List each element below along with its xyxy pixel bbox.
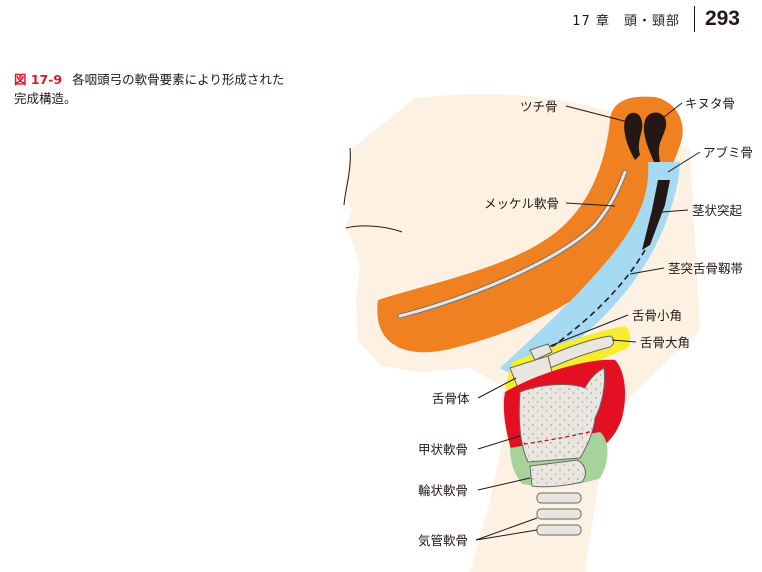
tracheal-ring-2 xyxy=(536,508,582,520)
running-head: 17 章 頭・頸部 293 xyxy=(572,4,740,34)
label-cricoid: 輪状軟骨 xyxy=(418,483,468,498)
figure-caption: 図 17-9 各咽頭弓の軟骨要素により形成された 完成構造。 xyxy=(14,70,354,108)
meckel-cartilage-region xyxy=(377,96,683,353)
page-number: 293 xyxy=(704,7,740,30)
leader-cricoid xyxy=(477,477,531,491)
leader-tracheal-1 xyxy=(475,517,538,541)
header-divider xyxy=(693,6,695,32)
mouth-line xyxy=(345,225,403,233)
nose-line xyxy=(343,147,351,206)
label-lesser-horn: 舌骨小角 xyxy=(632,308,682,323)
label-malleus: ツチ骨 xyxy=(520,99,558,114)
figure-number: 図 17-9 xyxy=(14,72,63,87)
leader-tracheal-2 xyxy=(475,529,538,541)
label-meckel: メッケル軟骨 xyxy=(484,196,559,211)
leader-styloid xyxy=(661,209,689,213)
tracheal-ring-1 xyxy=(536,492,582,504)
leader-stapes xyxy=(667,151,701,173)
malleus xyxy=(624,112,643,160)
caption-line-1: 各咽頭弓の軟骨要素により形成された xyxy=(72,72,285,87)
stylohyoid-ligament xyxy=(544,249,646,353)
leader-lesser-horn xyxy=(549,314,629,347)
chapter-title: 17 章 頭・頸部 xyxy=(572,13,680,29)
label-stapes: アブミ骨 xyxy=(703,145,753,160)
leader-hyoid-body xyxy=(477,377,517,399)
label-hyoid-body: 舌骨体 xyxy=(432,391,470,406)
label-incus: キヌタ骨 xyxy=(685,96,735,111)
leader-ligament xyxy=(629,267,665,275)
tracheal-ring-3 xyxy=(536,524,582,536)
leader-malleus xyxy=(565,105,629,123)
leader-thyroid xyxy=(477,435,521,450)
hyoid-greater-horn xyxy=(547,335,615,369)
label-stylohyoid-ligament: 茎突舌骨靱帯 xyxy=(668,261,743,276)
cricoid-cartilage-texture xyxy=(530,460,586,487)
meckel-rod-inner xyxy=(398,170,627,318)
leader-greater-horn xyxy=(611,339,637,343)
leader-meckel xyxy=(565,202,616,207)
styloid-process xyxy=(642,180,670,250)
thyroid-cartilage-texture xyxy=(519,368,605,462)
thyroid-fusion-line xyxy=(509,427,606,447)
label-thyroid: 甲状軟骨 xyxy=(418,442,468,457)
label-styloid: 茎状突起 xyxy=(692,203,743,218)
leader-incus xyxy=(659,102,683,121)
label-tracheal: 気管軟骨 xyxy=(418,533,468,548)
incus xyxy=(643,112,667,164)
caption-line-2: 完成構造。 xyxy=(14,91,77,106)
hyoid-lesser-horn xyxy=(529,343,553,361)
label-greater-horn: 舌骨大角 xyxy=(640,335,690,350)
